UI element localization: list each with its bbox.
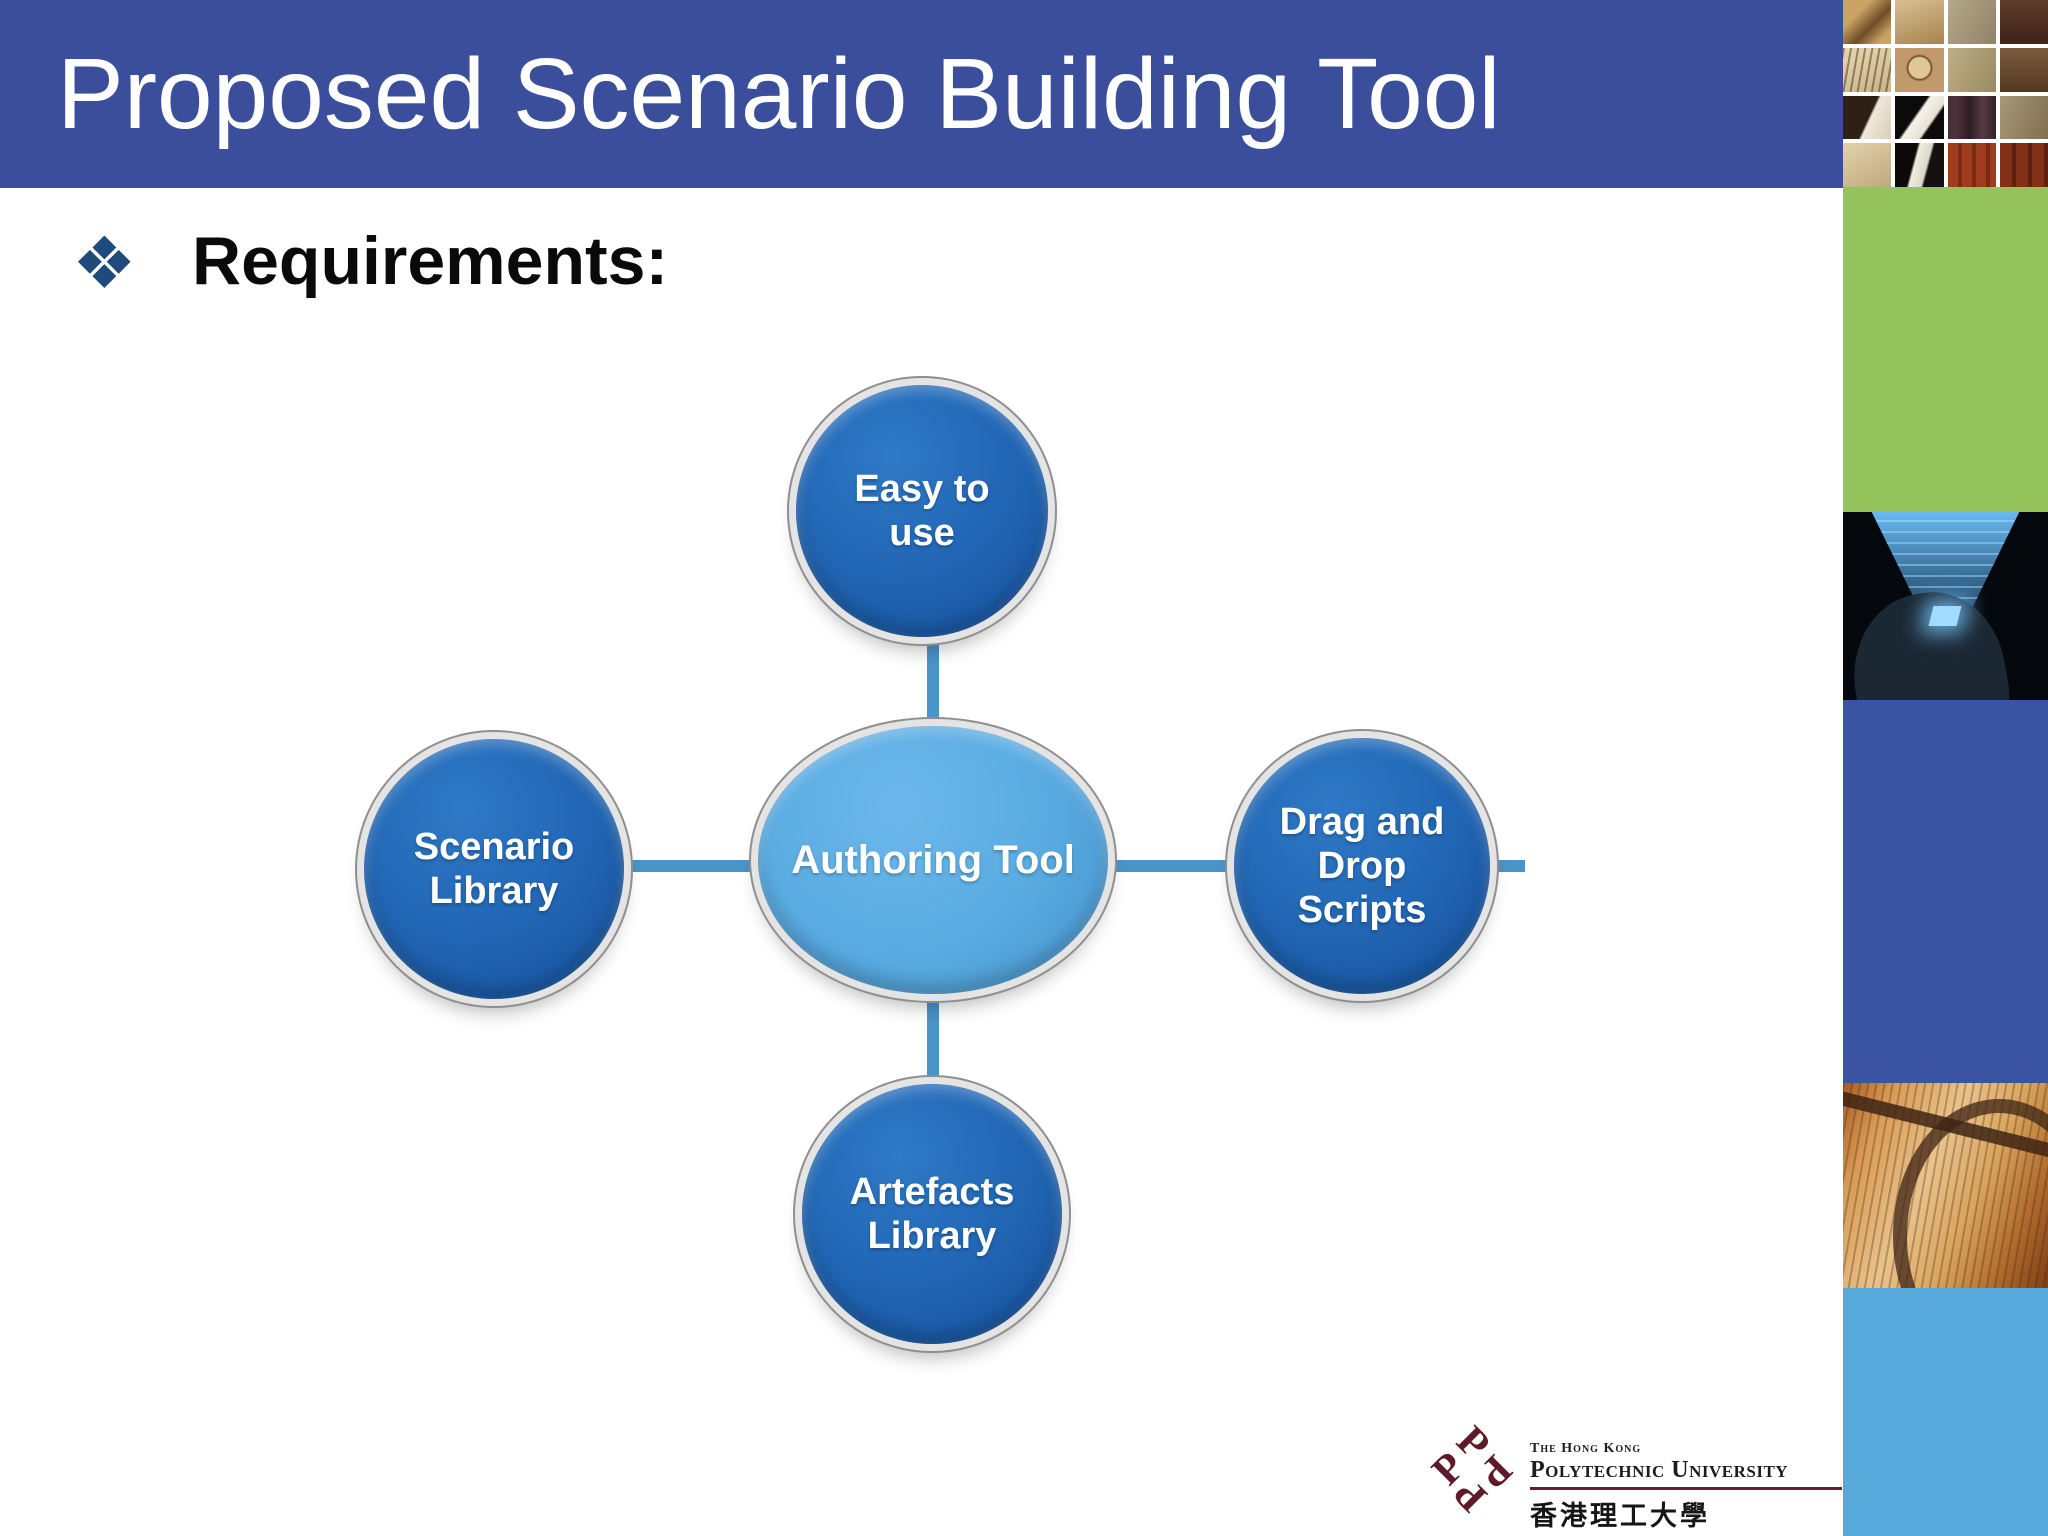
dictionary-glasses-image [1843, 1083, 2048, 1288]
diagram-center-authoring-tool: Authoring Tool [758, 726, 1108, 994]
collage-tile [1895, 0, 1944, 44]
logo-line-chinese: 香港理工大學 [1530, 1501, 1710, 1532]
logo-line-university: Polytechnic University [1530, 1457, 1789, 1483]
collage-tile [1843, 95, 1892, 140]
center-node-label: Authoring Tool [791, 837, 1075, 882]
collage-tile [1895, 95, 1944, 140]
polyu-logo: P P P P The Hong Kong Polytechnic Univer… [1423, 1418, 1850, 1531]
collage-tile [1843, 143, 1892, 187]
bullet-row: ❖ Requirements: [0, 218, 1700, 318]
collage-tile [1895, 47, 1944, 92]
diagram-node-drag-and-drop-scripts: Drag and Drop Scripts [1234, 738, 1490, 994]
collage-tile [1999, 47, 2048, 92]
polyu-logo-text: The Hong Kong Polytechnic University 香港理… [1530, 1442, 1846, 1533]
books-collage-image [1843, 0, 2048, 187]
diamond-bullet-icon: ❖ [72, 224, 137, 304]
diagram-node-easy-to-use: Easy to use [796, 385, 1048, 637]
collage-tile [1999, 143, 2048, 187]
node-label: Scenario Library [413, 825, 575, 912]
head-silhouette-graphic [1843, 581, 2022, 700]
node-label: Drag and Drop Scripts [1279, 800, 1445, 932]
collage-tile [1843, 0, 1892, 44]
mind-technology-image [1843, 512, 2048, 700]
glasses-rim-graphic [1892, 1099, 2048, 1288]
slide-title: Proposed Scenario Building Tool [57, 37, 1501, 150]
logo-line-hong-kong: The Hong Kong [1530, 1441, 1642, 1456]
collage-tile [1843, 47, 1892, 92]
slide-title-bar: Proposed Scenario Building Tool [0, 0, 1843, 188]
collage-tile [1947, 143, 1996, 187]
light-blue-band [1843, 1288, 2048, 1536]
polyu-logo-mark-icon: P P P P [1423, 1418, 1522, 1521]
diagram-node-artefacts-library: Artefacts Library [802, 1084, 1062, 1344]
green-band [1843, 187, 2048, 512]
dark-blue-band [1843, 700, 2048, 1083]
collage-tile [1947, 0, 1996, 44]
bullet-text: Requirements: [192, 223, 669, 299]
chip-glow-graphic [1928, 606, 1962, 626]
sidebar-image-strip [1843, 0, 2048, 1536]
collage-tile [1947, 95, 1996, 140]
collage-tile [1947, 47, 1996, 92]
node-label: Artefacts Library [849, 1170, 1015, 1257]
collage-tile [1895, 143, 1944, 187]
diagram-node-scenario-library: Scenario Library [364, 739, 624, 999]
collage-tile [1999, 95, 2048, 140]
node-label: Easy to use [854, 467, 990, 554]
logo-divider-rule [1530, 1487, 1842, 1491]
collage-tile [1999, 0, 2048, 44]
